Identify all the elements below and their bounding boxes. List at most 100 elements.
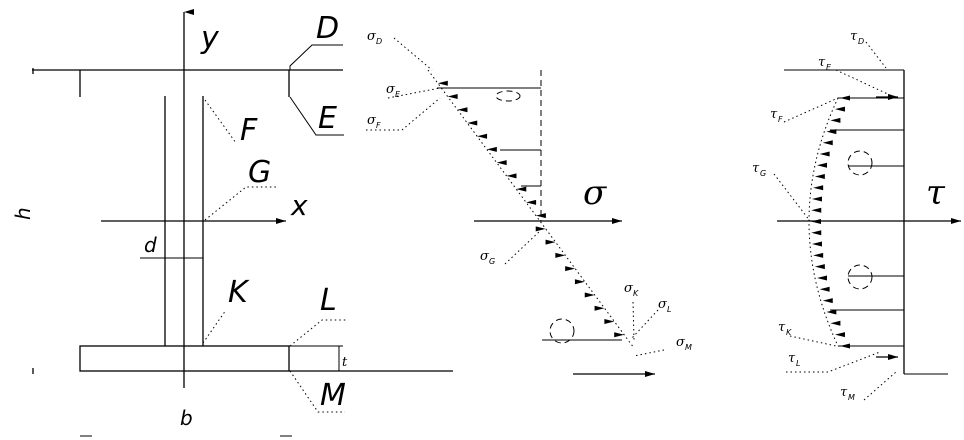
tau-axis-label: τ xyxy=(926,173,946,213)
sigma-hatch-arrow xyxy=(594,305,605,311)
svg-text:F: F xyxy=(376,121,381,130)
sigma-hatch-arrow xyxy=(614,332,625,338)
leader-E xyxy=(289,96,344,136)
sigma-leader-L xyxy=(631,309,659,339)
svg-text:D: D xyxy=(376,37,382,46)
label-L: L xyxy=(320,283,337,318)
sigma-circle-top xyxy=(495,90,521,102)
svg-text:K: K xyxy=(633,289,639,298)
cross-section: y D E F G x K L M d b h t xyxy=(11,9,453,437)
tau-leader-G xyxy=(773,173,811,222)
svg-text:τ: τ xyxy=(778,320,786,335)
svg-text:F: F xyxy=(778,115,783,124)
sigma-hatch-arrow xyxy=(467,120,478,126)
tau-circle-top xyxy=(847,150,873,176)
label-y: y xyxy=(200,21,220,56)
tau-hatch-arrow xyxy=(840,343,850,349)
tau-circle-bottom xyxy=(847,264,873,290)
tau-hatch-arrow xyxy=(813,252,824,258)
svg-text:τ: τ xyxy=(850,29,858,44)
label-h: h xyxy=(11,207,35,220)
tau-hatch-arrow xyxy=(826,129,837,135)
tau-hatch-arrow xyxy=(816,162,827,168)
label-b: b xyxy=(180,406,193,430)
svg-text:σ: σ xyxy=(367,113,377,128)
sigma-axis-label: σ xyxy=(583,173,607,213)
tau-hatch-arrow xyxy=(811,196,822,202)
svg-text:E: E xyxy=(826,63,832,72)
leader-F xyxy=(204,99,237,144)
sigma-hatch-arrow xyxy=(437,80,448,86)
sigma-leader-K xyxy=(632,301,635,341)
sigma-hatch-arrow xyxy=(555,252,566,258)
sigma-hatch-arrow xyxy=(457,107,468,113)
svg-text:σ: σ xyxy=(386,82,396,97)
tau-hatch-arrow xyxy=(834,332,845,338)
svg-text:σ: σ xyxy=(676,335,686,350)
tau-hatch-arrow xyxy=(830,117,841,123)
tau-hatch-arrow xyxy=(814,264,825,270)
tau-hatch-arrow xyxy=(822,140,833,146)
sigma-hatch-arrow xyxy=(574,279,585,285)
svg-text:M: M xyxy=(685,343,692,352)
leader-M xyxy=(289,370,345,413)
leader-K xyxy=(202,309,227,344)
label-K: K xyxy=(228,275,250,310)
svg-text:σ: σ xyxy=(624,281,634,296)
sigma-leader-D xyxy=(393,37,433,71)
sigma-circle-bottom xyxy=(549,318,575,344)
tau-leader-E xyxy=(835,69,893,97)
tau-hatch-arrow xyxy=(814,173,825,179)
svg-text:G: G xyxy=(489,257,495,266)
tau-hatch-arrow xyxy=(819,286,830,292)
label-E: E xyxy=(318,101,337,136)
sigma-hatch-arrow xyxy=(516,186,527,192)
svg-text:D: D xyxy=(858,37,864,46)
leader-L xyxy=(289,319,346,347)
sigma-hatch-arrow xyxy=(565,266,576,272)
svg-text:τ: τ xyxy=(752,161,760,176)
sigma-hatch-arrow xyxy=(535,213,546,219)
sigma-hatch-arrow xyxy=(447,93,458,99)
sigma-hatch-arrow xyxy=(486,146,497,152)
tau-hatch-arrow xyxy=(811,241,822,247)
tau-hatch-arrow xyxy=(822,298,833,304)
label-F: F xyxy=(240,113,258,148)
svg-text:K: K xyxy=(786,328,792,337)
sigma-arrow-hatching xyxy=(437,80,625,338)
svg-text:τ: τ xyxy=(770,107,778,122)
svg-text:σ: σ xyxy=(480,249,490,264)
tau-leader-K xyxy=(789,335,837,347)
tau-arrow-hatching xyxy=(811,95,850,349)
label-x: x xyxy=(290,189,308,222)
sigma-hatch-arrow xyxy=(604,319,615,325)
tau-leader-M xyxy=(863,371,897,401)
svg-text:E: E xyxy=(395,90,401,99)
svg-text:L: L xyxy=(667,305,671,314)
sigma-leader-F xyxy=(366,97,441,131)
svg-text:σ: σ xyxy=(367,29,377,44)
leader-G xyxy=(204,186,278,221)
sigma-hatch-arrow xyxy=(526,199,537,205)
svg-text:M: M xyxy=(848,393,855,402)
tau-hatch-arrow xyxy=(813,185,824,191)
svg-text:τ: τ xyxy=(840,385,848,400)
tau-hatch-arrow xyxy=(830,320,841,326)
svg-text:σ: σ xyxy=(658,297,668,312)
tau-hatch-arrow xyxy=(840,95,850,101)
tau-hatch-arrow xyxy=(811,230,822,236)
tau-hatch-arrow xyxy=(811,207,822,213)
sigma-hatch-arrow xyxy=(496,160,507,166)
tau-hatch-arrow xyxy=(811,219,821,224)
